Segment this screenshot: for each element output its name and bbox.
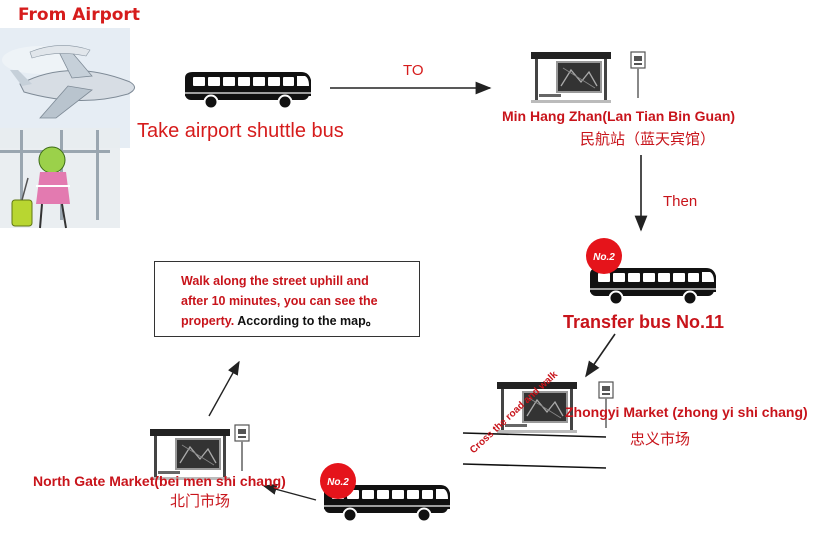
arrow-to-note: [208, 360, 240, 417]
bus-icon: [589, 267, 717, 306]
arrow-to-stop2: [585, 333, 616, 378]
traveler-icon: [11, 146, 70, 229]
road-line: [462, 432, 607, 438]
stop2-name: Zhongyi Market (zhong yi shi chang): [565, 404, 808, 420]
stop1-cn: 民航站（蓝天宾馆）: [580, 130, 716, 148]
note-line-3-red: property.: [181, 314, 235, 328]
arrow-to-stop3: [262, 483, 317, 501]
note-line-3-black: According to the map: [237, 314, 366, 328]
to-label: TO: [403, 62, 424, 79]
note-line-2: after 10 minutes, you can see the: [181, 294, 378, 308]
svg-text:No.2: No.2: [593, 252, 615, 263]
airplane-icon: [0, 28, 135, 228]
road-line: [462, 463, 607, 469]
bus-sign-icon: [234, 424, 250, 472]
stop2-cn: 忠义市场: [630, 430, 691, 448]
shuttle-label: Take airport shuttle bus: [137, 120, 344, 142]
note-line-3-end: 。: [365, 314, 379, 328]
directions-note: Walk along the street uphill and after 1…: [154, 261, 420, 337]
note-line-1: Walk along the street uphill and: [181, 274, 369, 288]
transfer-label: Transfer bus No.11: [563, 312, 725, 332]
bus-stop-icon: [530, 51, 612, 104]
stop1-name: Min Hang Zhan(Lan Tian Bin Guan): [502, 108, 736, 124]
bus-sign-icon: [630, 51, 646, 99]
svg-text:No.2: No.2: [327, 477, 349, 488]
badge-icon: No.2: [586, 238, 622, 274]
stop3-cn: 北门市场: [170, 492, 231, 510]
bus-icon: [184, 71, 312, 110]
then-label: Then: [663, 193, 698, 210]
page-title: From Airport: [18, 5, 140, 25]
badge-icon: No.2: [320, 463, 356, 499]
stop3-name: North Gate Market(bei men shi chang): [33, 473, 286, 489]
